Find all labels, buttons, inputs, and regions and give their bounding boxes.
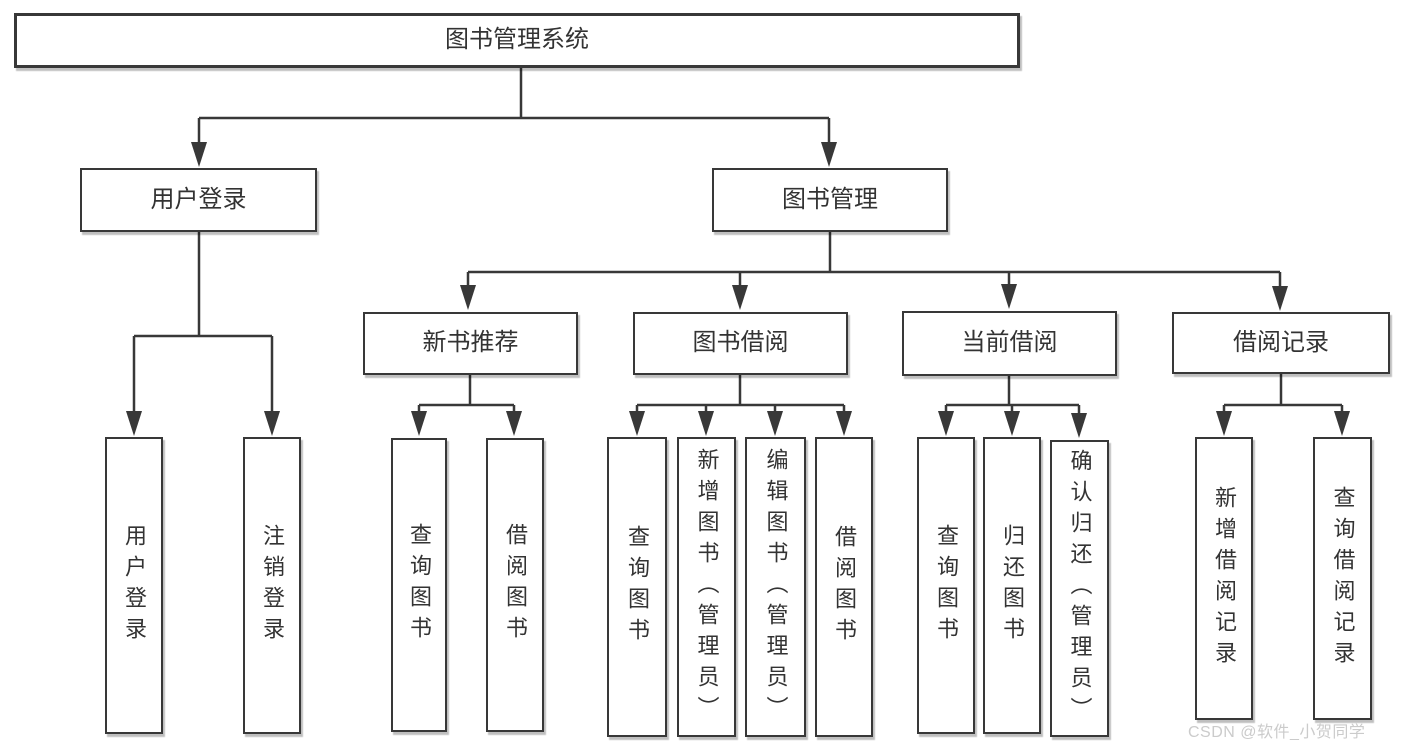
edge-book-management-arrowheads bbox=[460, 284, 1288, 311]
node-label: 归还图书 bbox=[1000, 523, 1025, 648]
node-root: 图书管理系统 bbox=[14, 13, 1020, 68]
node-nbr-borrow-books: 借阅图书 bbox=[486, 438, 544, 732]
node-label: 图书管理 bbox=[782, 185, 878, 213]
node-user-login-leaf: 用户登录 bbox=[105, 437, 163, 734]
edge-user-login-to-children bbox=[132, 232, 274, 418]
node-book-management: 图书管理 bbox=[712, 168, 948, 232]
edge-book-management-to-level3 bbox=[466, 232, 1282, 293]
node-label: 新增借阅记录 bbox=[1212, 485, 1237, 672]
node-label: 查询图书 bbox=[934, 523, 959, 648]
edge-new-book-recommendation-arrowheads bbox=[411, 411, 522, 436]
edge-new-book-recommendation-to-children bbox=[417, 375, 516, 418]
node-bb-query-books: 查询图书 bbox=[607, 437, 667, 737]
node-label: 查询图书 bbox=[407, 523, 432, 647]
node-br-query-record: 查询借阅记录 bbox=[1313, 437, 1372, 720]
node-cb-return-books: 归还图书 bbox=[983, 437, 1041, 734]
edge-root-to-level2 bbox=[197, 68, 831, 150]
csdn-watermark: CSDN @软件_小贺同学 bbox=[1188, 724, 1366, 741]
node-label: 新增图书（管理员） bbox=[694, 447, 720, 727]
node-bb-borrow-books: 借阅图书 bbox=[815, 437, 873, 737]
edge-current-borrowing-arrowheads bbox=[938, 411, 1087, 438]
node-user-login: 用户登录 bbox=[80, 168, 317, 232]
edge-book-borrowing-arrowheads bbox=[629, 411, 852, 436]
node-logout: 注销登录 bbox=[243, 437, 301, 734]
node-label: 确认归还（管理员） bbox=[1067, 449, 1093, 728]
node-borrowing-records: 借阅记录 bbox=[1172, 312, 1390, 374]
node-label: 图书借阅 bbox=[692, 329, 789, 357]
node-bb-add-books-admin: 新增图书（管理员） bbox=[677, 437, 736, 737]
node-label: 查询图书 bbox=[625, 525, 650, 649]
edge-book-borrowing-to-children bbox=[635, 375, 846, 418]
node-label: 借阅图书 bbox=[832, 525, 857, 649]
node-label: 查询借阅记录 bbox=[1330, 485, 1356, 672]
node-bb-edit-books-admin: 编辑图书（管理员） bbox=[745, 437, 806, 737]
node-nbr-query-books: 查询图书 bbox=[391, 438, 447, 732]
node-label: 用户登录 bbox=[150, 185, 247, 213]
node-label: 新书推荐 bbox=[422, 329, 519, 357]
edge-borrowing-records-arrowheads bbox=[1216, 411, 1350, 436]
edge-root-arrowheads bbox=[191, 142, 837, 167]
node-cb-confirm-return-admin: 确认归还（管理员） bbox=[1050, 440, 1109, 737]
node-label: 用户登录 bbox=[122, 523, 147, 648]
node-label: 图书管理系统 bbox=[445, 26, 589, 54]
edge-user-login-arrowheads bbox=[126, 411, 280, 436]
node-label: 注销登录 bbox=[260, 523, 285, 648]
node-label: 编辑图书（管理员） bbox=[763, 447, 789, 727]
node-br-add-record: 新增借阅记录 bbox=[1195, 437, 1253, 720]
node-new-book-recommendation: 新书推荐 bbox=[363, 312, 578, 375]
node-label: 借阅记录 bbox=[1233, 328, 1329, 356]
node-current-borrowing: 当前借阅 bbox=[902, 311, 1117, 376]
edge-borrowing-records-to-children bbox=[1222, 373, 1344, 418]
node-cb-query-books: 查询图书 bbox=[917, 437, 975, 734]
node-book-borrowing: 图书借阅 bbox=[633, 312, 848, 375]
node-label: 当前借阅 bbox=[961, 329, 1058, 357]
node-label: 借阅图书 bbox=[503, 523, 528, 647]
